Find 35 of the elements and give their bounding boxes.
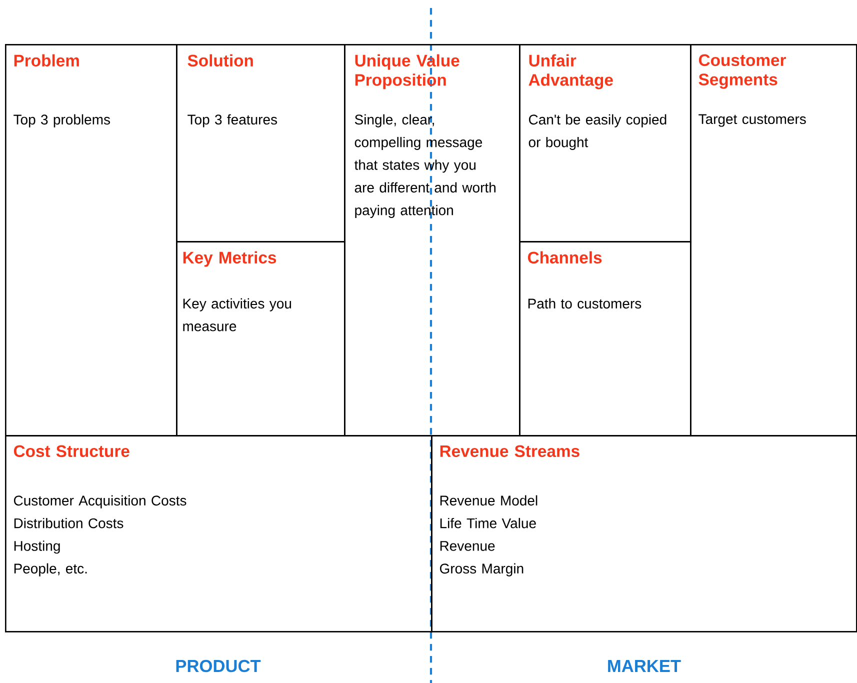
box-text: Path to customers	[528, 298, 642, 309]
node-label: Revenue Model	[440, 495, 538, 506]
box-heading: Coustomer Segments	[698, 54, 786, 89]
node-label: Distribution Costs	[14, 518, 124, 528]
canvas-box	[431, 435, 857, 632]
box-heading: Problem	[14, 54, 79, 67]
section-label: PRODUCT	[176, 660, 261, 672]
box-heading: Unfair Advantage	[528, 54, 613, 90]
canvas-box	[5, 435, 432, 632]
box-heading: Solution	[188, 54, 253, 67]
canvas-box	[176, 241, 346, 436]
box-heading: Unique Value Proposition	[355, 54, 460, 90]
canvas-box	[176, 44, 346, 242]
box-text: Target customers	[698, 114, 806, 127]
canvas-box	[5, 44, 178, 436]
node-label: People, etc.	[14, 563, 87, 576]
section-label: MARKET	[608, 660, 681, 672]
node-label: Gross Margin	[440, 563, 524, 576]
box-heading: Key Metrics	[183, 251, 276, 267]
node-label: Revenue	[440, 541, 495, 551]
node-label: Customer Acquisition Costs	[14, 495, 186, 508]
node-label: Life Time Value	[440, 518, 536, 528]
box-text: Top 3 problems	[14, 114, 110, 128]
box-text: Key activities you measure	[183, 298, 292, 332]
box-heading: Cost Structure	[14, 445, 130, 458]
box-heading: Channels	[528, 251, 602, 264]
box-heading: Revenue Streams	[440, 445, 580, 458]
box-text: Top 3 features	[188, 114, 277, 128]
box-text: Revenue Model Life Time Value Revenue Gross Margin	[440, 495, 538, 576]
box-text: Customer Acquisition Costs Distribution Costs Hosting People, etc.	[14, 495, 186, 576]
canvas-box	[519, 44, 692, 242]
canvas-box	[519, 241, 692, 436]
box-text: Can't be easily copied or bought	[528, 114, 666, 150]
node-label: Hosting	[14, 540, 60, 554]
canvas-box	[690, 44, 857, 436]
